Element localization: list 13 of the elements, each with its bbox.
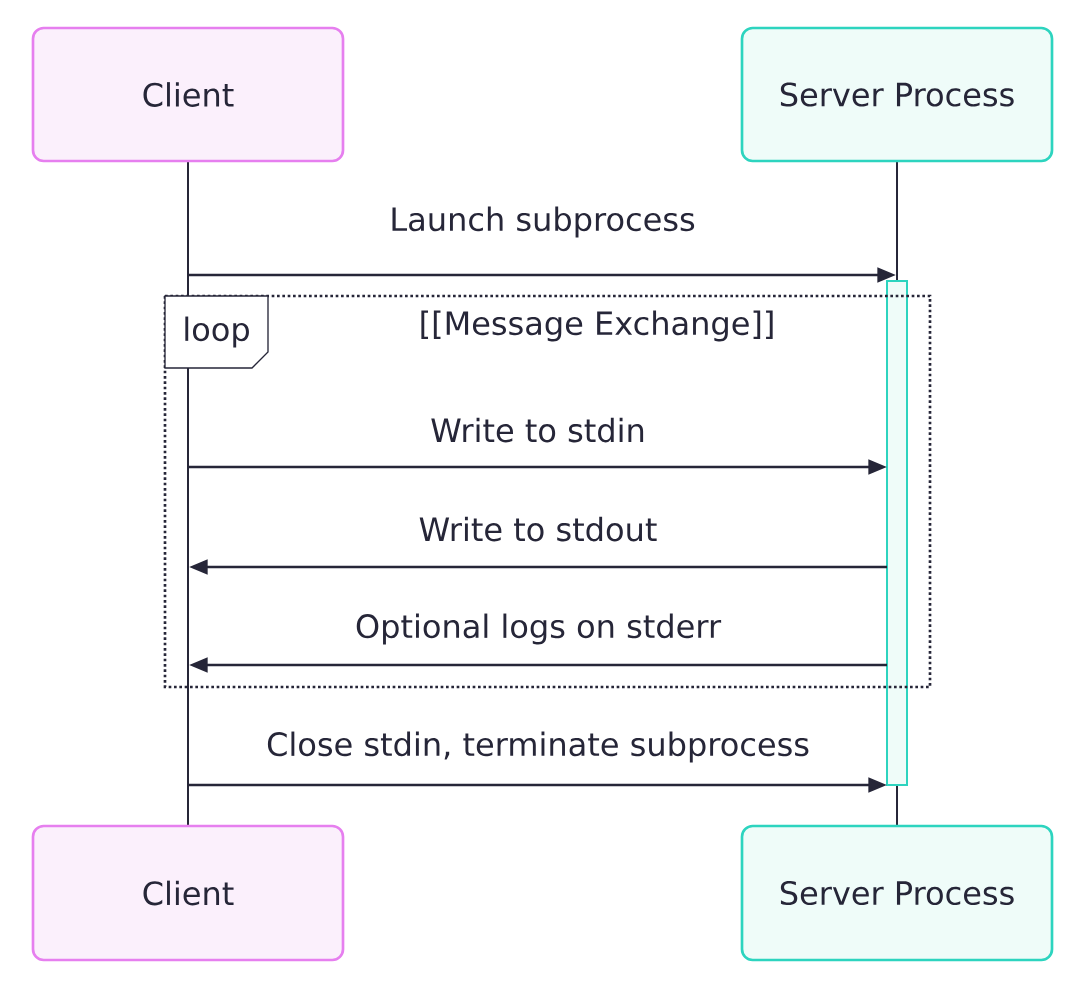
lifeline <box>187 161 189 826</box>
participant-box: Client <box>31 26 345 163</box>
loop-tag: loop <box>164 295 269 369</box>
message-label: Launch subprocess <box>392 206 695 238</box>
message-label: Write to stdin <box>431 417 644 443</box>
participant-box: Client <box>31 824 345 962</box>
message-label: Write to stdout <box>419 516 657 542</box>
message-label: Close stdin, terminate subprocess <box>267 731 809 763</box>
participant-box: Server Process <box>740 824 1054 962</box>
participant-box: Server Process <box>740 26 1054 163</box>
activation-bar <box>886 280 908 786</box>
loop-title: [[Message Exchange]] <box>421 310 773 342</box>
message-label: Optional logs on stderr <box>356 613 722 645</box>
